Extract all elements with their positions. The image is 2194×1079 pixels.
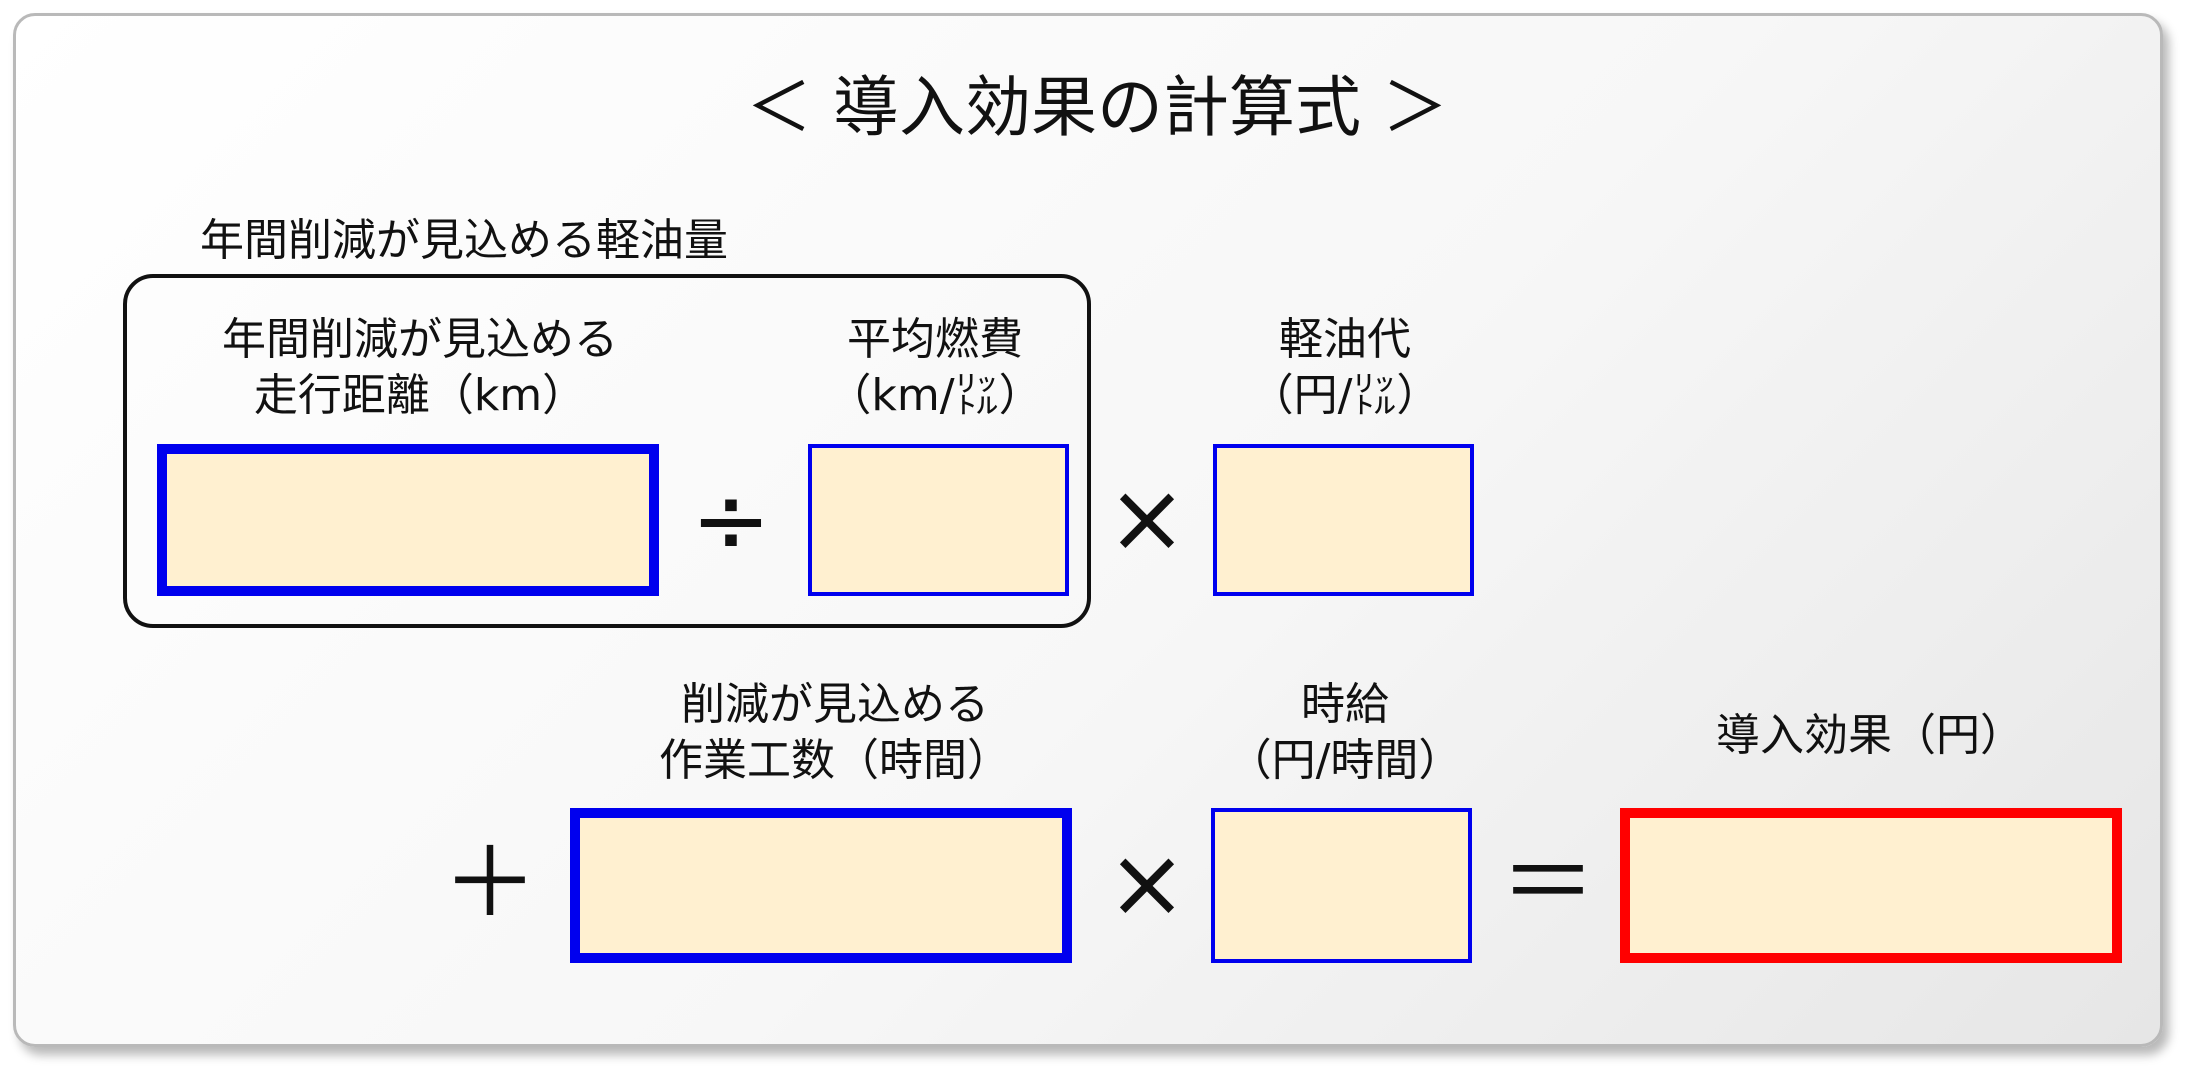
page-title: ＜ 導入効果の計算式 ＞ bbox=[746, 69, 1448, 146]
fuel-efficiency-input[interactable] bbox=[808, 444, 1069, 596]
annual-distance-input[interactable] bbox=[157, 444, 659, 596]
multiply-operator-1: × bbox=[1106, 462, 1188, 574]
equals-operator: ＝ bbox=[1500, 827, 1596, 939]
hourly-wage-input[interactable] bbox=[1211, 808, 1472, 963]
diesel-price-input[interactable] bbox=[1213, 444, 1474, 596]
fuel-group-frame bbox=[123, 274, 1091, 628]
fuel-group-label: 年間削減が見込める軽油量 bbox=[200, 215, 728, 266]
effect-output[interactable] bbox=[1620, 808, 2122, 963]
annual-distance-label: 年間削減が見込める 走行距離（km） bbox=[222, 314, 618, 421]
divide-operator: ÷ bbox=[690, 464, 772, 576]
fuel-efficiency-label: 平均燃費 （km/㍑） bbox=[827, 314, 1043, 421]
diesel-price-label: 軽油代 （円/㍑） bbox=[1249, 314, 1441, 421]
plus-operator: ＋ bbox=[442, 827, 538, 939]
work-hours-label: 削減が見込める 作業工数（時間） bbox=[659, 679, 1011, 786]
multiply-operator-2: × bbox=[1106, 827, 1188, 939]
hourly-wage-label: 時給 （円/時間） bbox=[1227, 679, 1463, 786]
work-hours-input[interactable] bbox=[570, 808, 1072, 963]
effect-label: 導入効果（円） bbox=[1716, 710, 2024, 761]
